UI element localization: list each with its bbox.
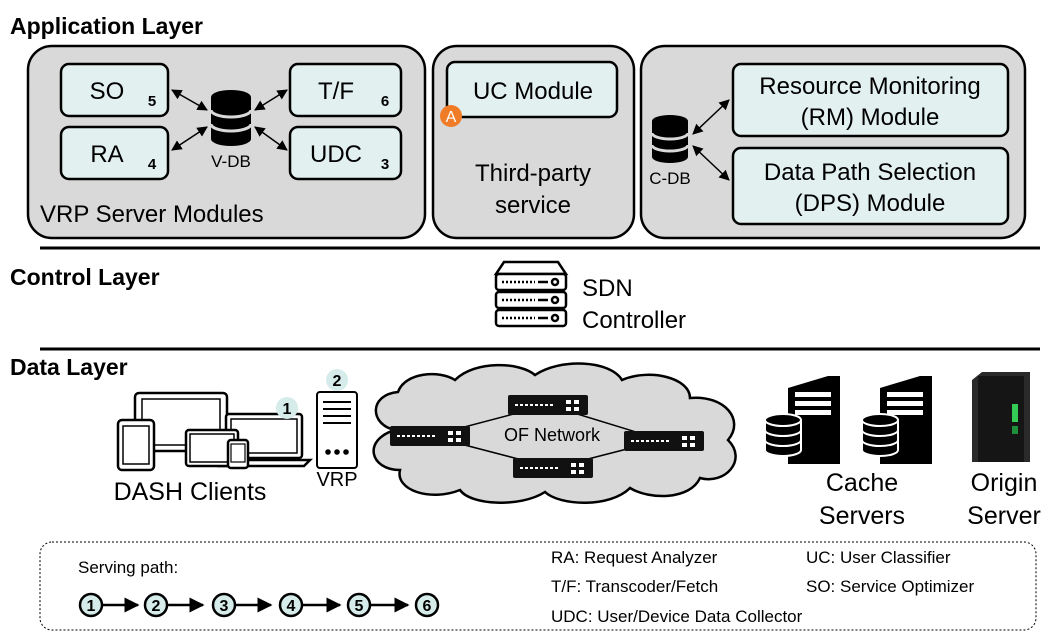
data-layer-title: Data Layer (10, 354, 128, 380)
ra-module-step: 4 (148, 156, 157, 173)
so-module-box (59, 62, 170, 118)
vrp-server-icon (316, 391, 358, 469)
v-db-label: V-DB (211, 152, 251, 171)
path-step-1: 1 (78, 592, 104, 618)
vrp-server-modules-group: SO 5 RA 4 T/F 6 UDC 3 V-DB VRP Server Mo… (26, 44, 427, 240)
uc-badge (440, 105, 462, 127)
uc-badge-letter: A (446, 109, 457, 126)
path-step-6-label: 6 (423, 598, 432, 615)
of-switch-bottom (513, 458, 593, 478)
path-step-5-label: 5 (355, 598, 364, 615)
so-module-step: 5 (148, 93, 156, 110)
v-db-database-icon (209, 90, 253, 146)
of-network-label: OF Network (504, 425, 601, 445)
cache-servers-label-2: Servers (819, 502, 905, 530)
dash-clients-devices-icon (116, 391, 314, 472)
controller-module-arrows (692, 99, 730, 181)
abbrev-uc: UC: User Classifier (806, 548, 951, 567)
application-layer-title: Application Layer (10, 13, 203, 39)
of-switch-icons (390, 395, 704, 478)
c-db-label: C-DB (649, 169, 691, 188)
path-step-2-label: 2 (152, 598, 161, 615)
third-party-caption-2: service (495, 192, 571, 219)
tf-module-label: T/F (318, 78, 354, 105)
sdn-controller-icon (493, 260, 569, 328)
path-step-4-label: 4 (287, 598, 296, 615)
cache-db-icon-1 (764, 413, 802, 457)
of-switch-right (624, 431, 704, 451)
rm-module-box (731, 62, 1010, 138)
sdn-controller-label-1: SDN (582, 275, 633, 302)
udc-module-step: 3 (381, 156, 389, 173)
clients-step-badge (276, 397, 298, 419)
rm-module-label-2: (RM) Module (801, 104, 940, 131)
uc-module-label: UC Module (473, 78, 593, 105)
abbrev-ra: RA: Request Analyzer (551, 548, 718, 567)
dps-module-box (731, 146, 1010, 226)
path-step-4: 4 (278, 592, 304, 618)
abbrev-udc: UDC: User/Device Data Collector (551, 607, 803, 626)
dps-module-label-1: Data Path Selection (764, 159, 976, 186)
third-party-caption-1: Third-party (475, 160, 591, 187)
path-step-6: 6 (414, 592, 440, 618)
origin-server-icon (972, 372, 1030, 462)
path-step-3: 3 (211, 592, 237, 618)
udc-module-label: UDC (310, 141, 362, 168)
of-network-cloud: OF Network (372, 362, 737, 504)
c-db-database-icon (650, 115, 690, 163)
vrp-label: VRP (316, 469, 357, 491)
tf-module-step: 6 (381, 93, 389, 110)
sdn-controller-label-2: Controller (582, 307, 686, 334)
cache-servers-label-1: Cache (826, 469, 898, 497)
abbrev-tf: T/F: Transcoder/Fetch (551, 577, 718, 596)
so-module-label: SO (90, 78, 125, 105)
origin-server-label-2: Server (967, 502, 1041, 530)
uc-module-box (445, 60, 619, 119)
path-step-2: 2 (143, 592, 169, 618)
of-switch-top (508, 395, 588, 415)
vrp-module-arrows (171, 89, 288, 151)
serving-path-label: Serving path: (78, 558, 178, 577)
path-step-3-label: 3 (220, 598, 229, 615)
controller-modules-group: Resource Monitoring (RM) Module Data Pat… (639, 44, 1027, 240)
of-switch-left (390, 426, 470, 446)
ra-module-box (59, 125, 170, 181)
control-layer-title: Control Layer (10, 264, 160, 290)
vrp-server-modules-caption: VRP Server Modules (40, 201, 264, 228)
third-party-service-group: UC Module A Third-party service (431, 44, 636, 240)
legend-box: Serving path: 1 2 3 4 (39, 541, 1037, 631)
dps-module-label-2: (DPS) Module (795, 190, 946, 217)
path-step-5: 5 (346, 592, 372, 618)
tf-module-box (288, 62, 403, 118)
cache-db-icon-2 (861, 413, 899, 457)
clients-step-number: 1 (283, 401, 292, 418)
vrp-step-number: 2 (333, 373, 342, 390)
udc-module-box (288, 125, 403, 181)
serving-path-sequence: 1 2 3 4 5 (78, 592, 440, 618)
origin-server-label-1: Origin (971, 469, 1038, 497)
abbrev-so: SO: Service Optimizer (806, 577, 974, 596)
ra-module-label: RA (90, 141, 123, 168)
rm-module-label-1: Resource Monitoring (759, 73, 980, 100)
dash-clients-label: DASH Clients (114, 478, 267, 506)
vrp-step-badge (326, 369, 348, 391)
path-step-1-label: 1 (87, 598, 96, 615)
cache-servers-icon (764, 376, 932, 464)
